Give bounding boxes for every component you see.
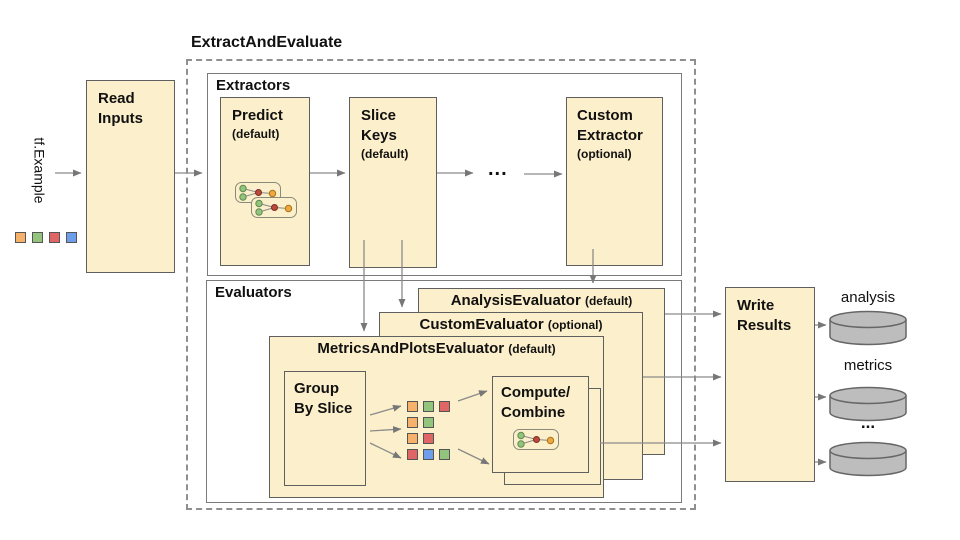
predict-label: Predict (default)	[232, 107, 283, 141]
input-square-blue	[66, 232, 77, 243]
predict-graph-icon	[235, 182, 297, 218]
analysis-datastore-icon	[829, 310, 907, 346]
custom-evaluator-title: CustomEvaluator (optional)	[419, 316, 603, 333]
input-square-green	[32, 232, 43, 243]
compute-graph-icon	[513, 429, 559, 450]
slice-square-red	[407, 449, 418, 460]
custom-extractor-box: Custom Extractor (optional)	[566, 97, 663, 266]
slice-square-blue	[423, 449, 434, 460]
output-label-analysis: analysis	[840, 289, 896, 306]
metrics-and-plots-evaluator-title: MetricsAndPlotsEvaluator (default)	[317, 340, 556, 357]
group-by-slice-label: Group By Slice	[294, 380, 353, 417]
write-results-box: Write Results	[725, 287, 815, 482]
tf-example-squares	[15, 232, 77, 243]
compute-combine-label: Compute/ Combine	[501, 384, 571, 421]
group-by-slice-box: Group By Slice	[284, 371, 366, 486]
custom-extractor-label: Custom Extractor (optional)	[577, 107, 643, 161]
slice-square-orange	[407, 433, 418, 444]
slice-keys-extractor-box: Slice Keys (default)	[349, 97, 437, 268]
analysis-evaluator-title: AnalysisEvaluator (default)	[450, 292, 633, 309]
tf-example-label: tf.Example	[31, 137, 48, 204]
read-inputs-label: Read Inputs	[98, 90, 143, 127]
slice-row	[407, 433, 450, 444]
extractors-section-label: Extractors	[216, 77, 291, 94]
slice-square-orange	[407, 401, 418, 412]
extract-and-evaluate-dashed-box	[186, 59, 696, 510]
slice-row	[407, 449, 450, 460]
slice-square-red	[439, 401, 450, 412]
metrics-datastore-icon	[829, 386, 907, 422]
extractors-ellipsis: ...	[488, 158, 508, 180]
slice-square-orange	[407, 417, 418, 428]
output-label-metrics: metrics	[843, 357, 893, 374]
slice-row	[407, 401, 450, 412]
input-square-red	[49, 232, 60, 243]
slice-keys-label: Slice Keys (default)	[361, 107, 409, 161]
evaluators-section-label: Evaluators	[215, 284, 292, 301]
slice-square-red	[423, 433, 434, 444]
output-label-ellipsis: ...	[860, 413, 876, 432]
input-square-orange	[15, 232, 26, 243]
compute-combine-box: Compute/ Combine	[492, 376, 589, 473]
slice-square-green	[439, 449, 450, 460]
slice-row	[407, 417, 450, 428]
predict-extractor-box: Predict (default)	[220, 97, 310, 266]
slice-square-green	[423, 417, 434, 428]
sliced-examples-grid	[407, 401, 450, 465]
other-datastore-icon	[829, 441, 907, 477]
diagram-title: ExtractAndEvaluate	[191, 34, 343, 51]
read-inputs-box: Read Inputs	[86, 80, 175, 273]
slice-square-green	[423, 401, 434, 412]
write-results-label: Write Results	[737, 297, 792, 334]
